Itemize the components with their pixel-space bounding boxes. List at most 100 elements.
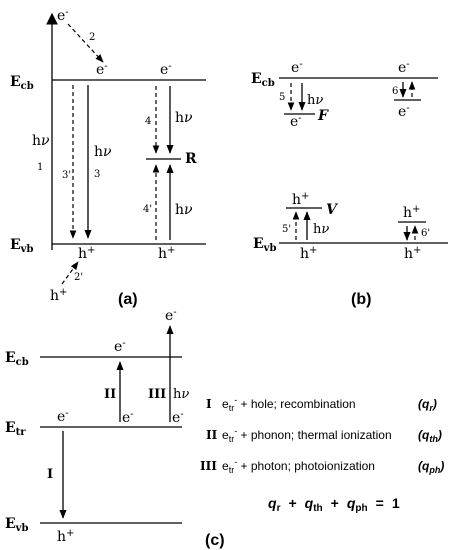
electron-ecb-b2: e <box>398 60 406 76</box>
ecb-sub-a: cb <box>21 81 34 92</box>
ecb-sub-b: cb <box>262 78 275 89</box>
electron-ecb-a1: e <box>96 62 104 78</box>
evb-sub-b: vb <box>263 243 277 254</box>
svg-text:h+: h+ <box>57 528 74 545</box>
electron-ecb-c-minus: - <box>122 338 125 349</box>
hv-label-3: h <box>94 144 103 160</box>
label-5p: 5' <box>282 224 291 235</box>
electron-top-c-minus: - <box>173 307 176 318</box>
svg-text:Evb: Evb <box>253 236 276 254</box>
electron-top-c: e <box>165 308 173 324</box>
eq-plus1: + <box>288 495 296 511</box>
legend-q-1: (qth) <box>418 428 442 444</box>
ecb-label-a: E <box>10 74 21 90</box>
transition-2-arrow <box>67 23 104 63</box>
label-5: 5 <box>279 92 285 103</box>
hole-bottom-a: h <box>50 288 59 304</box>
svg-text:hν: hν <box>173 387 189 402</box>
label-4: 4 <box>145 116 151 127</box>
legend-q-sym-1: q <box>422 428 430 442</box>
ecb-label-c: E <box>5 350 16 366</box>
legend-text-0: + hole; recombination <box>237 397 355 411</box>
nu-r-top: ν <box>184 110 193 126</box>
electron-f-minus: - <box>298 113 301 124</box>
svg-text:h+: h+ <box>50 287 67 304</box>
hole-evb-b2: h <box>404 246 413 262</box>
electron-etr-c3: e <box>172 410 180 426</box>
hole-bottom-a-plus: + <box>59 287 67 298</box>
svg-text:e-: e- <box>398 59 410 76</box>
nu-r-bottom: ν <box>184 202 193 218</box>
svg-text:hν: hν <box>175 202 193 218</box>
electron-ecb-c: e <box>114 339 122 355</box>
electron-etr-c2: e <box>122 410 130 426</box>
evb-label-b: E <box>253 236 264 252</box>
svg-text:Ecb: Ecb <box>5 350 29 368</box>
hv-label-1: h <box>32 133 41 149</box>
electron-etr-c1: e <box>57 409 65 425</box>
svg-text:e-: e- <box>57 7 69 24</box>
electron-etr-c2-minus: - <box>130 409 133 420</box>
electron-ecb-a1-minus: - <box>104 61 107 72</box>
legend-etr-0: e <box>222 397 229 411</box>
caption-b: (b) <box>351 291 371 308</box>
svg-text:e-: e- <box>114 338 126 355</box>
svg-text:Ecb: Ecb <box>251 71 275 89</box>
nu-1: ν <box>41 133 50 149</box>
hole-evb-b1-plus: + <box>309 245 317 256</box>
electron-etr-c3-minus: - <box>180 409 183 420</box>
legend-etr-2: e <box>222 459 229 473</box>
eq-ph: ph <box>355 503 367 514</box>
svg-text:h+: h+ <box>292 191 309 208</box>
hole-shallow-b-plus: + <box>412 204 420 215</box>
eq-equals: = <box>376 495 384 511</box>
svg-text:hν: hν <box>313 222 329 237</box>
legend-sup-2: - <box>234 457 237 467</box>
legend-q-sym-2: q <box>422 459 430 473</box>
svg-text:Etr: Etr <box>5 420 26 438</box>
legend-row-0: etr- + hole; recombination <box>222 395 356 413</box>
svg-text:e-: e- <box>290 113 302 130</box>
hv-label-v: h <box>313 222 322 237</box>
hv-label-f: h <box>307 93 316 108</box>
hole-evb-c-plus: + <box>66 528 74 539</box>
hv-label-r-top: h <box>175 110 184 126</box>
label-2: 2 <box>89 32 95 43</box>
label-6p: 6' <box>421 228 430 239</box>
electron-ecb-b1: e <box>291 60 299 76</box>
svg-text:e-: e- <box>57 408 69 425</box>
caption-c: (c) <box>205 532 225 549</box>
electron-top-a: e <box>57 8 65 24</box>
svg-text:h+: h+ <box>78 245 95 262</box>
electron-shallow-b-minus: - <box>406 103 409 114</box>
legend-sup-1: - <box>234 426 237 436</box>
hole-evb-a2: h <box>158 246 167 262</box>
legend-num-1: II <box>206 428 218 442</box>
svg-text:h+: h+ <box>404 245 421 262</box>
hole-evb-a1: h <box>78 246 87 262</box>
hole-evb-c: h <box>57 529 66 545</box>
legend-text-2: + photon; photoionization <box>237 459 375 473</box>
electron-shallow-b: e <box>398 104 406 120</box>
hole-v-plus: + <box>301 191 309 202</box>
hole-evb-a1-plus: + <box>87 245 95 256</box>
hole-shallow-b: h <box>403 205 412 221</box>
eq-q3: q <box>347 495 356 511</box>
svg-text:e-: e- <box>165 307 177 324</box>
eq-q2: q <box>305 495 314 511</box>
label-3: 3 <box>94 169 100 180</box>
hole-evb-b1: h <box>300 246 309 262</box>
legend-q-2: (qph) <box>418 459 444 475</box>
legend-sup-0: - <box>234 395 237 405</box>
nu-III: ν <box>181 387 189 402</box>
legend-etr-1: e <box>222 428 229 442</box>
evb-label-a: E <box>10 237 21 253</box>
legend-text-1: + phonon; thermal ionization <box>237 428 391 442</box>
svg-text:Evb: Evb <box>10 237 33 255</box>
svg-text:e-: e- <box>96 61 108 78</box>
roman-I: I <box>47 467 53 482</box>
svg-text:h+: h+ <box>158 245 175 262</box>
svg-text:h+: h+ <box>300 245 317 262</box>
legend-row-2: etr- + photon; photoionization <box>222 457 375 475</box>
svg-text:e-: e- <box>172 409 184 426</box>
